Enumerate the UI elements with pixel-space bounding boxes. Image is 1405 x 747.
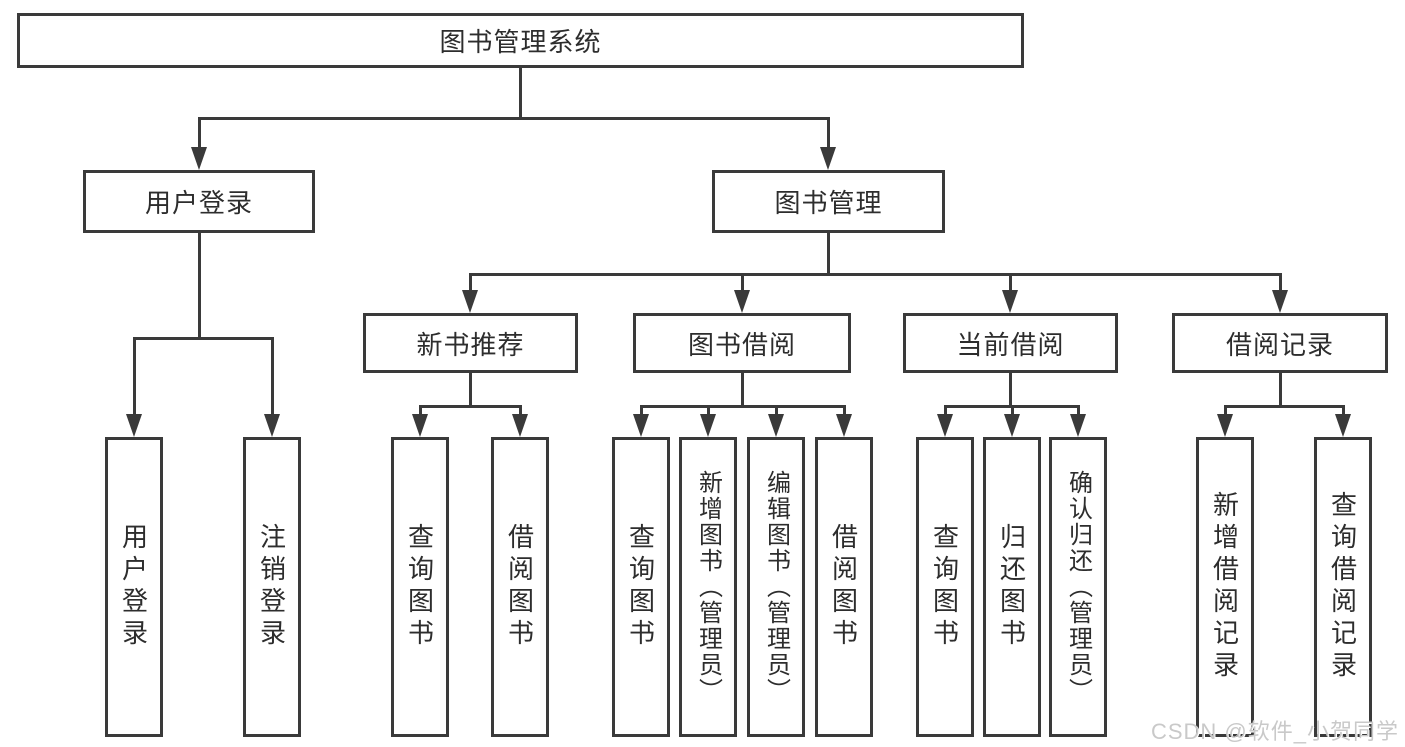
connector-line: [133, 337, 274, 340]
connector-line: [198, 117, 830, 120]
leaf-confirm-return-admin: 确认归还（管理员）: [1049, 437, 1107, 737]
arrow-down-icon: [191, 147, 207, 170]
connector-line: [519, 405, 522, 416]
watermark: CSDN @软件_小贺同学: [1150, 719, 1399, 744]
connector-line: [419, 405, 422, 416]
connector-line: [707, 405, 710, 416]
arrow-down-icon: [1004, 414, 1020, 437]
leaf-current-query-book: 查询图书: [916, 437, 974, 737]
node-new-book-recommend-label: 新书推荐: [416, 329, 525, 360]
connector-line: [741, 373, 744, 405]
connector-line: [640, 405, 845, 408]
arrow-down-icon: [734, 290, 750, 313]
arrow-down-icon: [836, 414, 852, 437]
node-root-label: 图书管理系统: [439, 27, 602, 57]
arrow-down-icon: [768, 414, 784, 437]
connector-line: [944, 405, 947, 416]
connector-line: [519, 68, 522, 117]
node-book-borrowing-label: 图书借阅: [687, 329, 796, 360]
connector-line: [827, 233, 830, 273]
connector-line: [775, 405, 778, 416]
arrow-down-icon: [700, 414, 716, 437]
connector-line: [843, 405, 846, 416]
arrow-down-icon: [412, 414, 428, 437]
connector-line: [133, 337, 136, 416]
leaf-borrowing-query-book: 查询图书: [612, 437, 670, 737]
node-current-borrowing-label: 当前借阅: [956, 329, 1065, 360]
leaf-label: 新增图书（管理员）: [694, 470, 722, 704]
node-book-management-label: 图书管理: [774, 188, 883, 218]
connector-line: [419, 405, 521, 408]
leaf-label: 查询借阅记录: [1327, 491, 1358, 683]
connector-line: [1224, 405, 1344, 408]
leaf-label: 查询图书: [404, 523, 435, 651]
connector-line: [469, 273, 472, 292]
connector-line: [198, 233, 201, 337]
arrow-down-icon: [512, 414, 528, 437]
connector-line: [1279, 373, 1282, 405]
connector-line: [741, 273, 744, 292]
node-root: 图书管理系统: [17, 13, 1024, 68]
leaf-return-book: 归还图书: [983, 437, 1041, 737]
arrow-down-icon: [1335, 414, 1351, 437]
connector-line: [271, 337, 274, 416]
leaf-label: 注销登录: [256, 523, 287, 651]
node-borrowing-records: 借阅记录: [1172, 313, 1388, 373]
node-user-login-label: 用户登录: [144, 188, 253, 218]
connector-line: [1224, 405, 1227, 416]
connector-line: [469, 273, 1281, 276]
node-book-management: 图书管理: [712, 170, 945, 233]
connector-line: [827, 117, 830, 149]
leaf-logout: 注销登录: [243, 437, 301, 737]
node-borrowing-records-label: 借阅记录: [1225, 329, 1334, 360]
leaf-label: 借阅图书: [828, 523, 859, 651]
connector-line: [1077, 405, 1080, 416]
leaf-label: 借阅图书: [504, 523, 535, 651]
leaf-edit-book-admin: 编辑图书（管理员）: [747, 437, 805, 737]
leaf-label: 归还图书: [996, 523, 1027, 651]
arrow-down-icon: [462, 290, 478, 313]
connector-line: [1011, 405, 1014, 416]
arrow-down-icon: [1002, 290, 1018, 313]
arrow-down-icon: [1272, 290, 1288, 313]
arrow-down-icon: [264, 414, 280, 437]
node-new-book-recommend: 新书推荐: [363, 313, 578, 373]
node-book-borrowing: 图书借阅: [633, 313, 851, 373]
leaf-recommend-query-book: 查询图书: [391, 437, 449, 737]
arrow-down-icon: [633, 414, 649, 437]
node-user-login: 用户登录: [83, 170, 315, 233]
arrow-down-icon: [1070, 414, 1086, 437]
node-current-borrowing: 当前借阅: [903, 313, 1118, 373]
connector-line: [1009, 373, 1012, 405]
leaf-add-borrow-record: 新增借阅记录: [1196, 437, 1254, 737]
leaf-query-borrow-record: 查询借阅记录: [1314, 437, 1372, 737]
leaf-add-book-admin: 新增图书（管理员）: [679, 437, 737, 737]
leaf-borrowing-borrow-book: 借阅图书: [815, 437, 873, 737]
leaf-label: 编辑图书（管理员）: [762, 470, 790, 704]
leaf-recommend-borrow-book: 借阅图书: [491, 437, 549, 737]
leaf-label: 查询图书: [929, 523, 960, 651]
connector-line: [469, 373, 472, 405]
connector-line: [640, 405, 643, 416]
arrow-down-icon: [937, 414, 953, 437]
connector-line: [1009, 273, 1012, 292]
leaf-label: 查询图书: [625, 523, 656, 651]
leaf-user-login: 用户登录: [105, 437, 163, 737]
connector-line: [1342, 405, 1345, 416]
leaf-label: 确认归还（管理员）: [1064, 470, 1092, 704]
connector-line: [198, 117, 201, 149]
leaf-label: 用户登录: [118, 523, 149, 651]
arrow-down-icon: [820, 147, 836, 170]
arrow-down-icon: [1217, 414, 1233, 437]
leaf-label: 新增借阅记录: [1209, 491, 1240, 683]
connector-line: [1279, 273, 1282, 292]
arrow-down-icon: [126, 414, 142, 437]
